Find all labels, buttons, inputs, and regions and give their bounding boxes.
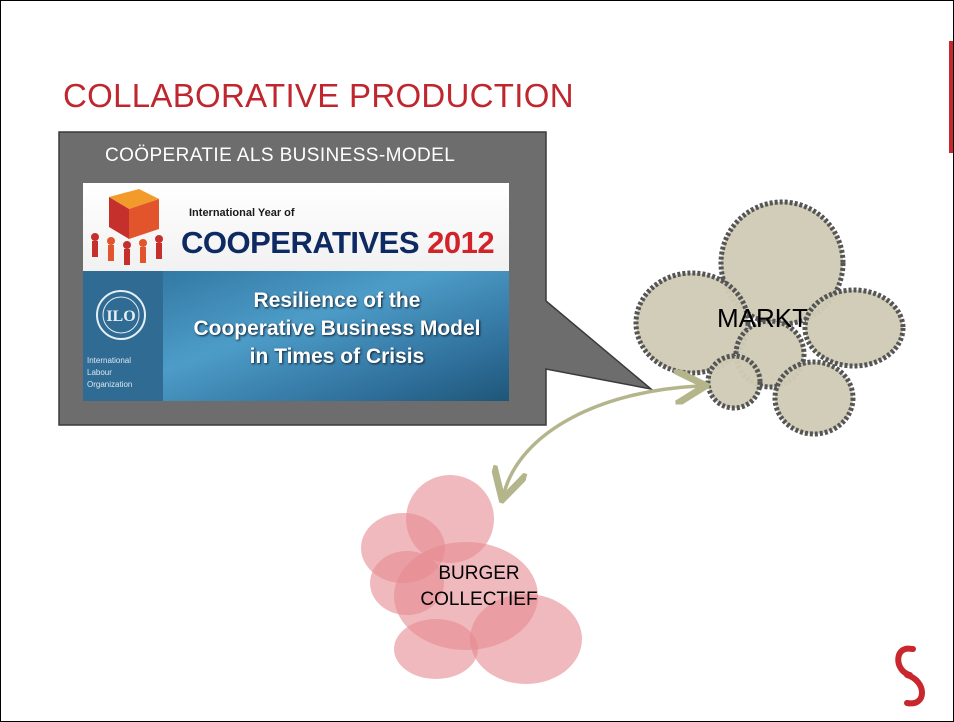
resilience-headline: Resilience of the Cooperative Business M… [167, 287, 507, 371]
double-arrow-icon [504, 386, 699, 493]
banner-header: International Year of COOPERATIVES 2012 [83, 183, 509, 271]
burger-collectief-label: BURGER COLLECTIEF [419, 561, 539, 613]
iyc-logo-icon [91, 189, 163, 265]
ilo-org-name: International Labour Organization [87, 355, 132, 391]
markt-label: MARKT [717, 303, 808, 333]
callout-label: COÖPERATIE ALS BUSINESS-MODEL [105, 145, 456, 166]
ilo-line: Organization [87, 380, 133, 389]
brand-logo-icon [895, 645, 925, 707]
collectief-line: COLLECTIEF [420, 589, 538, 610]
iyc-year: 2012 [427, 225, 495, 260]
iyc-subtitle: International Year of [189, 207, 295, 219]
slide-title: COLLABORATIVE PRODUCTION [63, 77, 574, 114]
ilo-panel: ILO International Labour Organization [83, 271, 163, 401]
burger-line: BURGER [438, 563, 520, 584]
ilo-logo-icon: ILO [96, 290, 146, 340]
burger-cloud [361, 475, 582, 684]
iyc-title: COOPERATIVES 2012 [181, 225, 495, 261]
headline-line: in Times of Crisis [249, 345, 425, 368]
accent-bar [949, 41, 953, 153]
banner-body: ILO International Labour Organization Re… [83, 271, 509, 401]
ilo-line: Labour [87, 368, 112, 377]
ilo-line: International [87, 356, 132, 365]
svg-text:ILO: ILO [106, 308, 135, 325]
headline-line: Resilience of the [253, 289, 421, 312]
iyc-title-word: COOPERATIVES [181, 225, 420, 260]
headline-line: Cooperative Business Model [193, 317, 481, 340]
cooperatives-banner: International Year of COOPERATIVES 2012 … [83, 183, 509, 401]
markt-cloud [633, 199, 906, 437]
